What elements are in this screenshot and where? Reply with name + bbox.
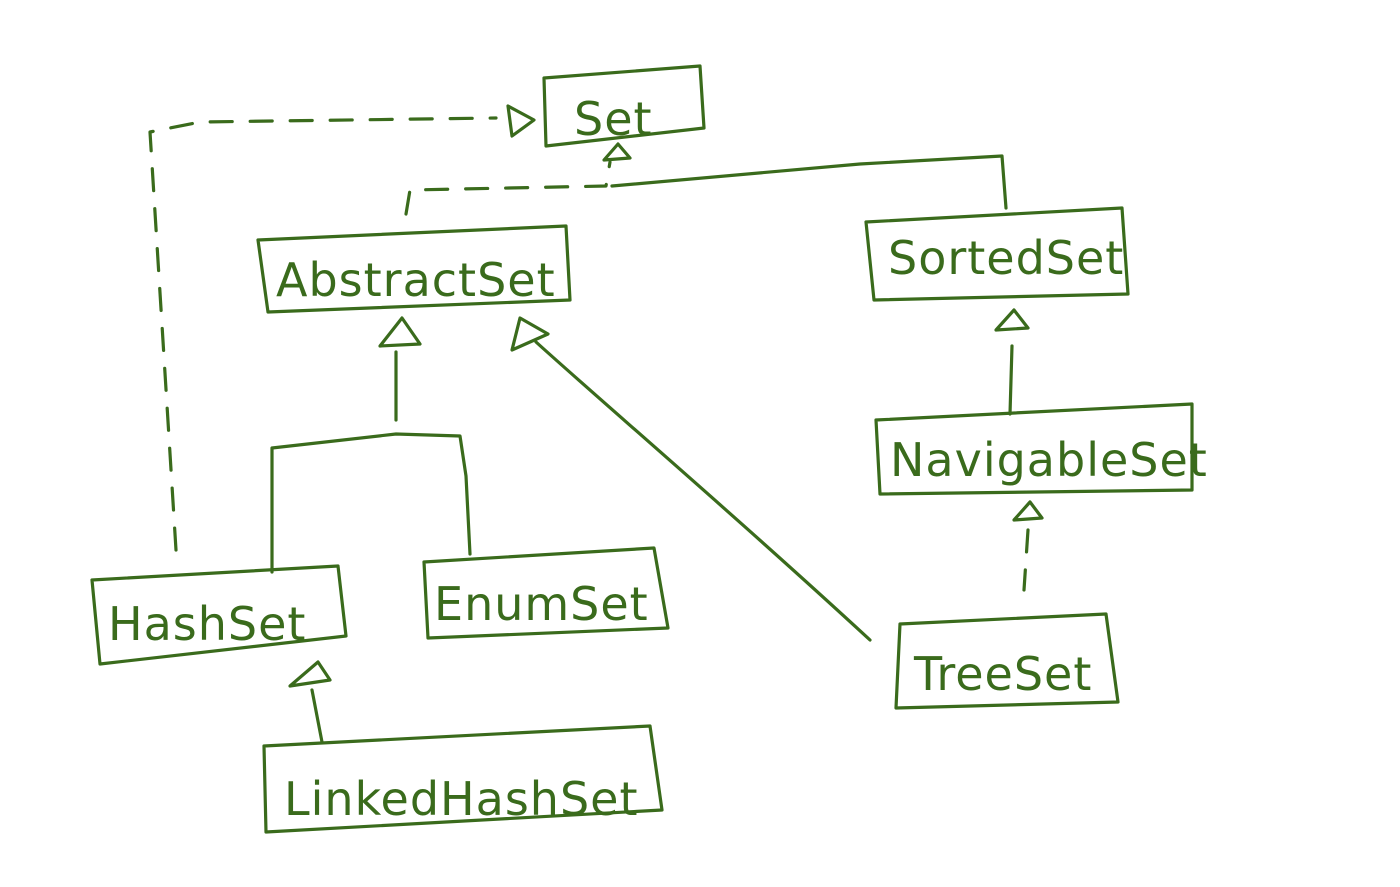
hollow-arrowhead	[288, 660, 332, 688]
edge-hashset-enumset-extend-abstractset	[270, 316, 472, 574]
tree-set-label: TreeSet	[913, 647, 1092, 701]
abstract-set-label: AbstractSet	[276, 253, 556, 307]
edge-navigableset-extends-sortedset	[994, 308, 1030, 416]
hollow-arrowhead	[510, 316, 550, 352]
enum-set-label: EnumSet	[434, 577, 649, 631]
edge-abstractset-realizes-set	[404, 142, 632, 216]
linked-hash-set-label: LinkedHashSet	[284, 772, 639, 826]
hollow-arrowhead	[506, 104, 536, 138]
linked-hash-set-node: LinkedHashSet	[262, 724, 664, 834]
hash-set-node: HashSet	[90, 564, 348, 666]
hollow-arrowhead	[1012, 500, 1044, 522]
navigable-set-label: NavigableSet	[890, 433, 1208, 487]
edge-sortedset-extends-set	[610, 154, 1008, 210]
set-node: Set	[542, 64, 706, 148]
set-label: Set	[574, 92, 653, 146]
enum-set-node: EnumSet	[422, 546, 670, 640]
sorted-set-node: SortedSet	[864, 206, 1130, 302]
abstract-set-node: AbstractSet	[256, 224, 572, 314]
edge-hashset-realizes-set	[148, 104, 536, 552]
hollow-arrowhead	[378, 316, 422, 348]
hollow-arrowhead	[994, 308, 1030, 332]
hash-set-label: HashSet	[108, 597, 306, 651]
edge-treeset-realizes-navigableset	[1012, 500, 1044, 592]
tree-set-node: TreeSet	[894, 612, 1120, 710]
edge-treeset-extends-abstractset	[510, 316, 872, 642]
hollow-arrowhead	[602, 142, 632, 162]
navigable-set-node: NavigableSet	[874, 402, 1208, 496]
edge-linkedhashset-extends-hashset	[288, 660, 332, 744]
sorted-set-label: SortedSet	[888, 231, 1124, 285]
